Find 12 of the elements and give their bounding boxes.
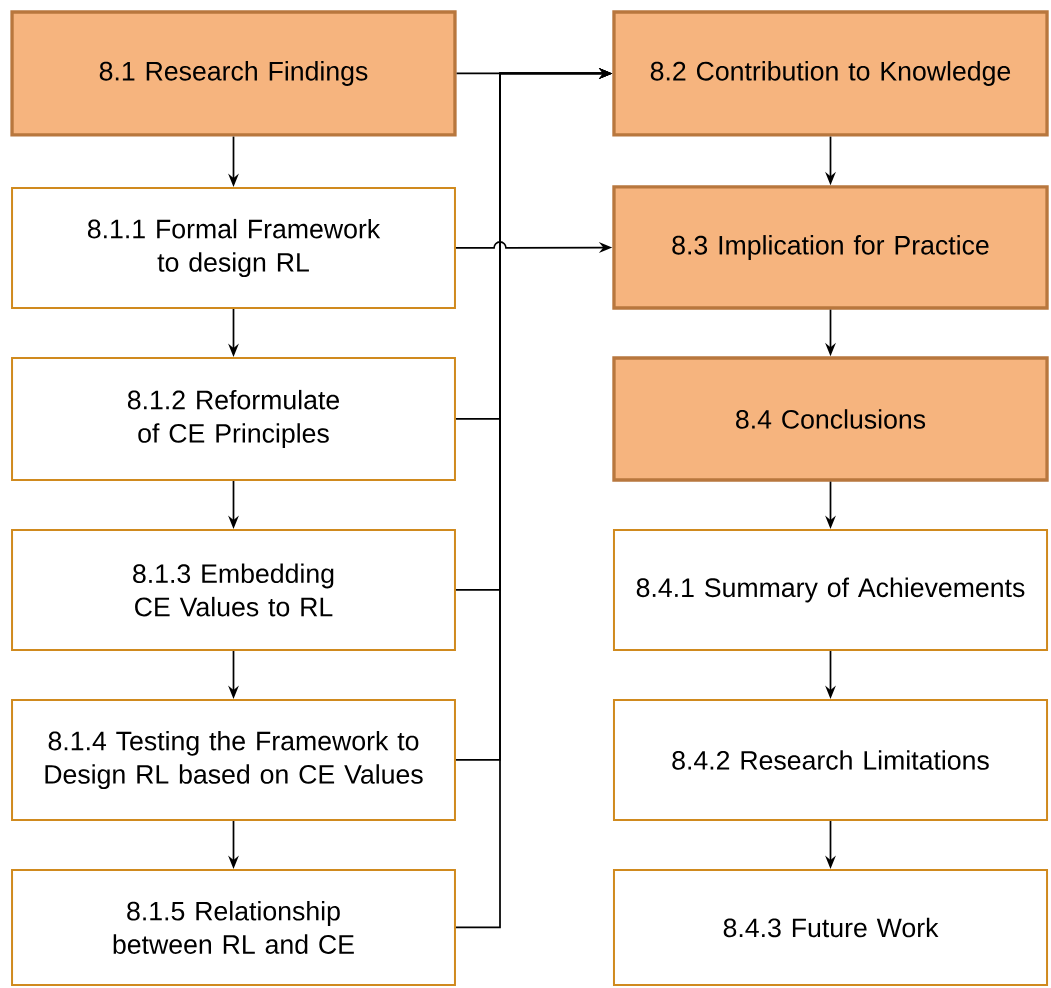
section-box: 8.3 Implication for Practice: [612, 185, 1049, 310]
section-box: 8.2 Contribution to Knowledge: [612, 10, 1049, 137]
section-box: 8.4 Conclusions: [612, 356, 1049, 482]
subsection-box: 8.4.1 Summary of Achievements: [612, 529, 1049, 651]
subsection-box: 8.4.3 Future Work: [612, 869, 1049, 986]
section-box: 8.1 Research Findings: [10, 10, 457, 137]
subsection-box: 8.1.3 Embedding CE Values to RL: [11, 529, 456, 651]
subsection-box: 8.1.2 Reformulate of CE Principles: [11, 357, 456, 481]
subsection-box: 8.1.5 Relationship between RL and CE: [11, 869, 456, 986]
subsection-box: 8.1.4 Testing the Framework to Design RL based on CE Values: [11, 699, 456, 821]
subsection-box: 8.4.2 Research Limitations: [612, 699, 1049, 821]
subsection-box: 8.1.1 Formal Framework to design RL: [11, 187, 456, 309]
